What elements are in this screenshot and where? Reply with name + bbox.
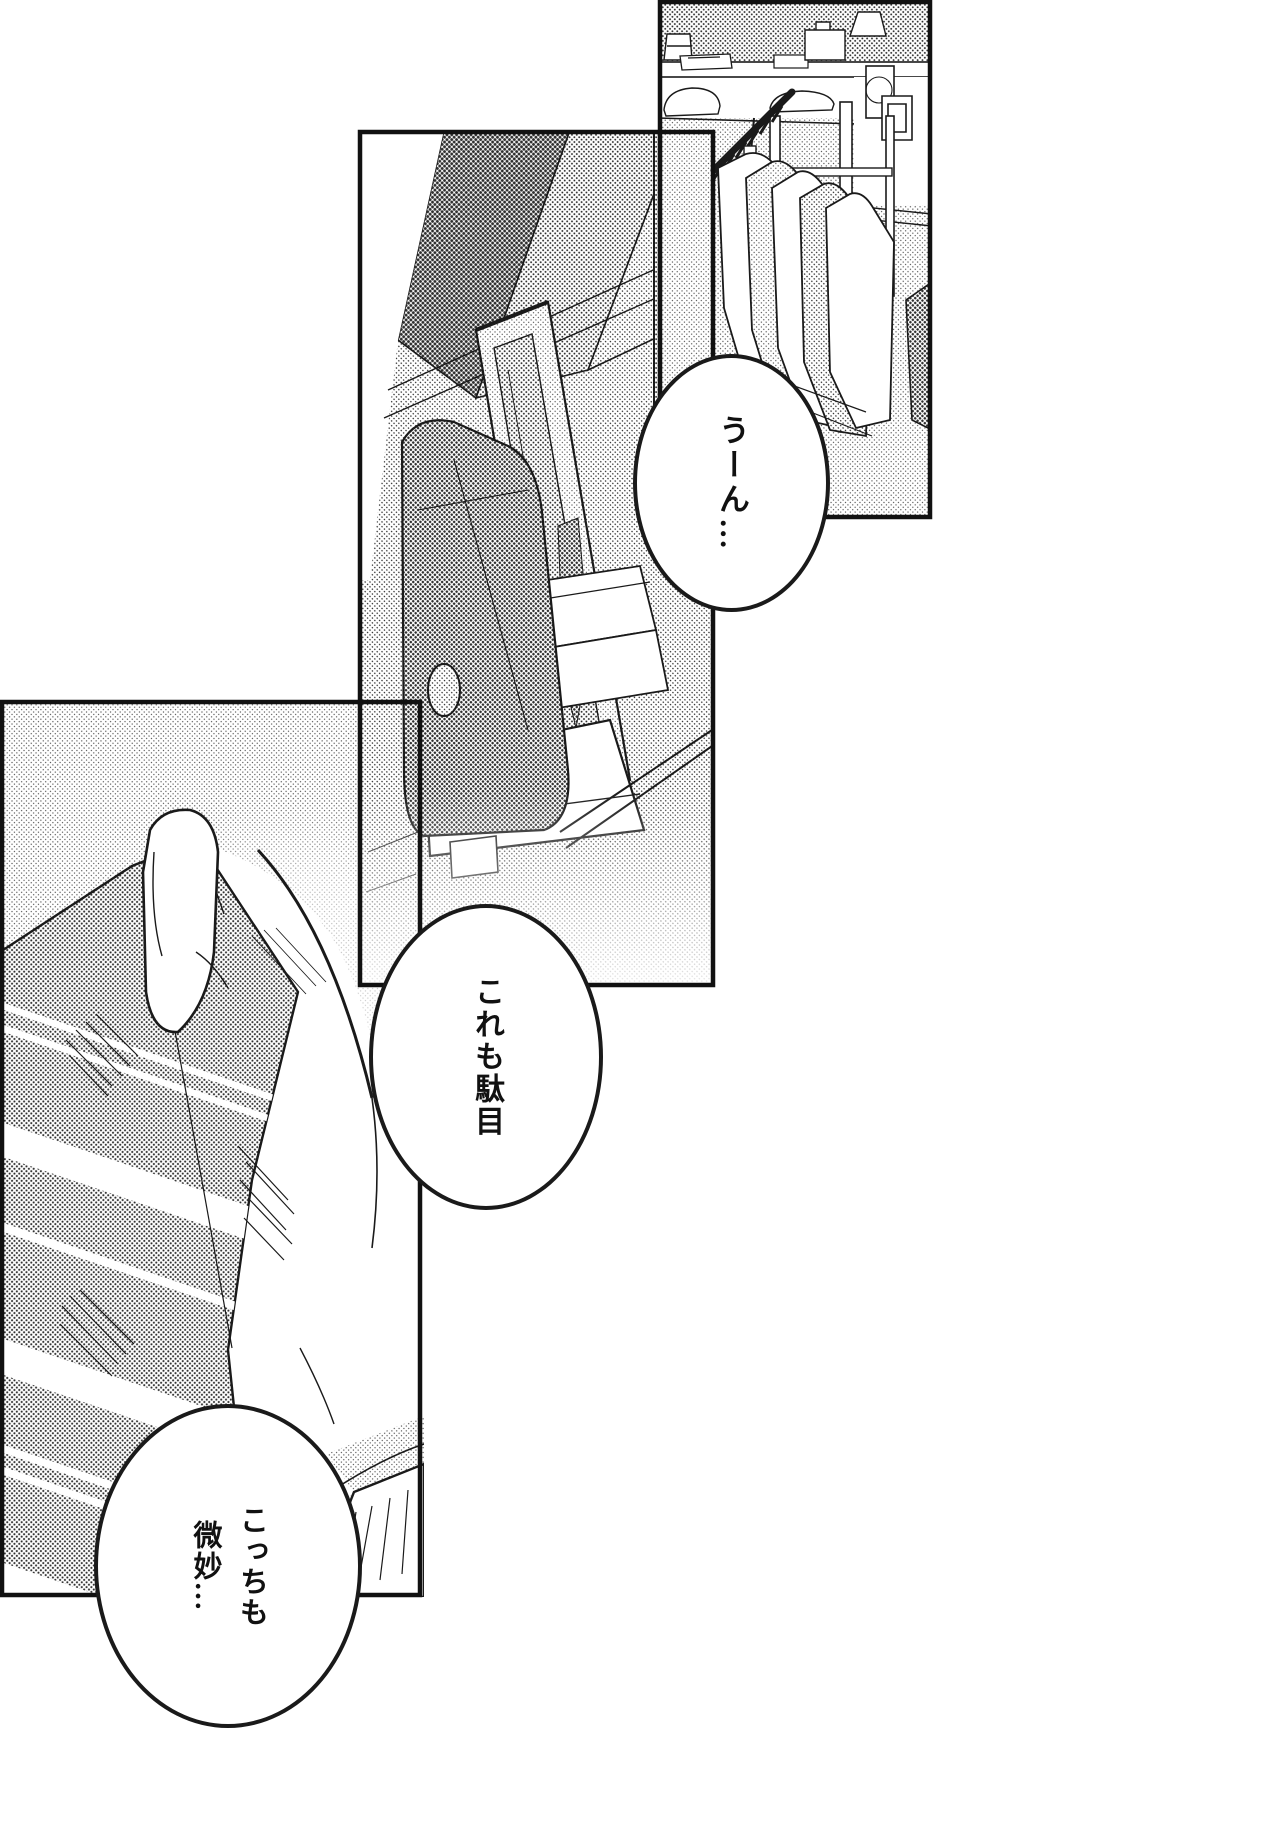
- speech-text-3: こっちも 微妙…: [189, 1504, 268, 1628]
- bag-handle: [427, 663, 461, 717]
- speech-text-2: これも駄目: [470, 976, 503, 1138]
- speech-bubble-3: こっちも 微妙…: [94, 1404, 362, 1728]
- speech-bubble-1: うーん…: [633, 354, 830, 612]
- paper: [773, 54, 809, 69]
- speech-bubble-2: これも駄目: [369, 904, 603, 1210]
- speech-text-1: うーん…: [714, 413, 749, 553]
- book: [679, 53, 733, 71]
